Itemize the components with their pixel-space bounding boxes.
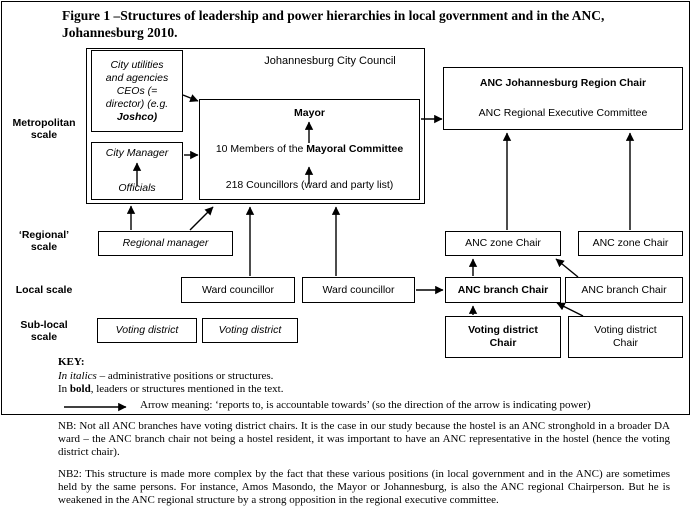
city-utilities-line1: City utilities	[110, 58, 164, 71]
anc-voting-district-chair-1-box[interactable]: Voting district Chair	[445, 316, 561, 358]
scale-label-metropolitan: Metropolitan scale	[8, 117, 80, 141]
anc-region-box[interactable]: ANC Johannesburg Region Chair ANC Region…	[443, 67, 683, 130]
scale-label-regional: ‘Regional’ scale	[8, 229, 80, 253]
anc-branch-chair-2-box[interactable]: ANC branch Chair	[565, 277, 683, 303]
councillors-label: 218 Councillors (ward and party list)	[225, 179, 394, 191]
ward-councillor-1-label: Ward councillor	[202, 283, 274, 296]
scale-sublocal-line2: scale	[30, 331, 58, 343]
voting-district-2-label: Voting district	[218, 324, 282, 336]
anc-voting-district-chair-2-box[interactable]: Voting district Chair	[568, 316, 683, 358]
city-utilities-line4: director) (e.g.	[105, 97, 169, 110]
voting-district-1-label: Voting district	[115, 324, 179, 336]
scale-metropolitan-line1: Metropolitan	[12, 117, 76, 129]
anc-zone-chair-2-label: ANC zone Chair	[592, 237, 669, 249]
ward-councillor-2-box[interactable]: Ward councillor	[302, 277, 415, 303]
scale-sublocal-line1: Sub-local	[20, 319, 68, 331]
metropolitan-container	[86, 48, 425, 204]
city-utilities-line2: and agencies	[105, 71, 169, 84]
ward-councillor-1-box[interactable]: Ward councillor	[181, 277, 295, 303]
city-utilities-line3: CEOs (=	[116, 84, 158, 97]
key-line-italics: In italics – administrative positions or…	[58, 370, 658, 384]
scale-label-sublocal: Sub-local scale	[8, 319, 80, 343]
key-arrow-desc: Arrow meaning: ‘reports to, is accountab…	[140, 398, 591, 411]
key-heading: KEY:	[58, 356, 85, 368]
city-manager-box[interactable]: City Manager Officials	[91, 142, 183, 200]
anc-branch-chair-2-label: ANC branch Chair	[581, 283, 667, 296]
scale-metropolitan-line2: scale	[30, 129, 58, 141]
scale-label-local: Local scale	[8, 284, 80, 296]
council-title: Johannesburg City Council	[264, 55, 396, 67]
diagram-frame	[1, 1, 690, 415]
mayoral-committee-bold: Mayoral Committee	[306, 143, 404, 155]
scale-local-text: Local scale	[15, 284, 73, 296]
regional-manager-box[interactable]: Regional manager	[98, 231, 233, 256]
anc-branch-chair-1-box[interactable]: ANC branch Chair	[445, 277, 561, 303]
anc-vd-chair-1-line1: Voting district	[468, 324, 538, 336]
scale-regional-line1: ‘Regional’	[18, 229, 70, 241]
anc-vd-chair-1-line2: Chair	[489, 337, 517, 349]
anc-zone-chair-1-box[interactable]: ANC zone Chair	[445, 231, 561, 256]
key-block: KEY: In italics – administrative positio…	[58, 356, 658, 412]
voting-district-2-box[interactable]: Voting district	[202, 318, 298, 343]
city-utilities-joshco: Joshco)	[116, 110, 158, 123]
mayoral-committee-prefix: 10 Members of the	[215, 143, 307, 155]
key-italics-desc: – administrative positions or structures…	[96, 369, 274, 382]
voting-district-1-box[interactable]: Voting district	[97, 318, 197, 343]
anc-zone-chair-1-label: ANC zone Chair	[465, 237, 541, 249]
key-bold-term: bold	[69, 383, 91, 396]
key-line-bold: In bold, leaders or structures mentioned…	[58, 383, 658, 397]
anc-branch-chair-1-label: ANC branch Chair	[457, 283, 549, 296]
anc-vd-chair-2-line2: Chair	[612, 337, 639, 349]
anc-zone-chair-2-box[interactable]: ANC zone Chair	[578, 231, 683, 256]
figure-title: Figure 1 –Structures of leadership and p…	[62, 8, 605, 40]
ward-councillor-2-label: Ward councillor	[322, 283, 395, 296]
mayor-label: Mayor	[294, 107, 325, 119]
key-bold-pre: In	[58, 383, 70, 396]
officials-label: Officials	[118, 182, 156, 194]
note-nb1: NB: Not all ANC branches have voting dis…	[58, 420, 670, 459]
key-bold-desc: , leaders or structures mentioned in the…	[90, 383, 284, 396]
anc-regional-exec-label: ANC Regional Executive Committee	[478, 107, 648, 120]
city-council-inner-box[interactable]: Mayor 10 Members of the Mayoral Committe…	[199, 99, 420, 200]
city-utilities-box[interactable]: City utilities and agencies CEOs (= dire…	[91, 50, 183, 132]
regional-manager-label: Regional manager	[122, 237, 209, 249]
scale-regional-line2: scale	[30, 241, 58, 253]
key-arrow-icon	[64, 402, 127, 411]
key-italics-term: In italics	[58, 369, 97, 382]
anc-vd-chair-2-line1: Voting district	[594, 324, 657, 336]
anc-region-chair-label: ANC Johannesburg Region Chair	[479, 76, 647, 89]
note-nb2: NB2: This structure is made more complex…	[58, 468, 670, 507]
mayoral-committee-label: 10 Members of the Mayoral Committee	[216, 143, 403, 156]
city-manager-label: City Manager	[105, 147, 169, 159]
key-line-arrow: Arrow meaning: ‘reports to, is accountab…	[58, 399, 658, 413]
